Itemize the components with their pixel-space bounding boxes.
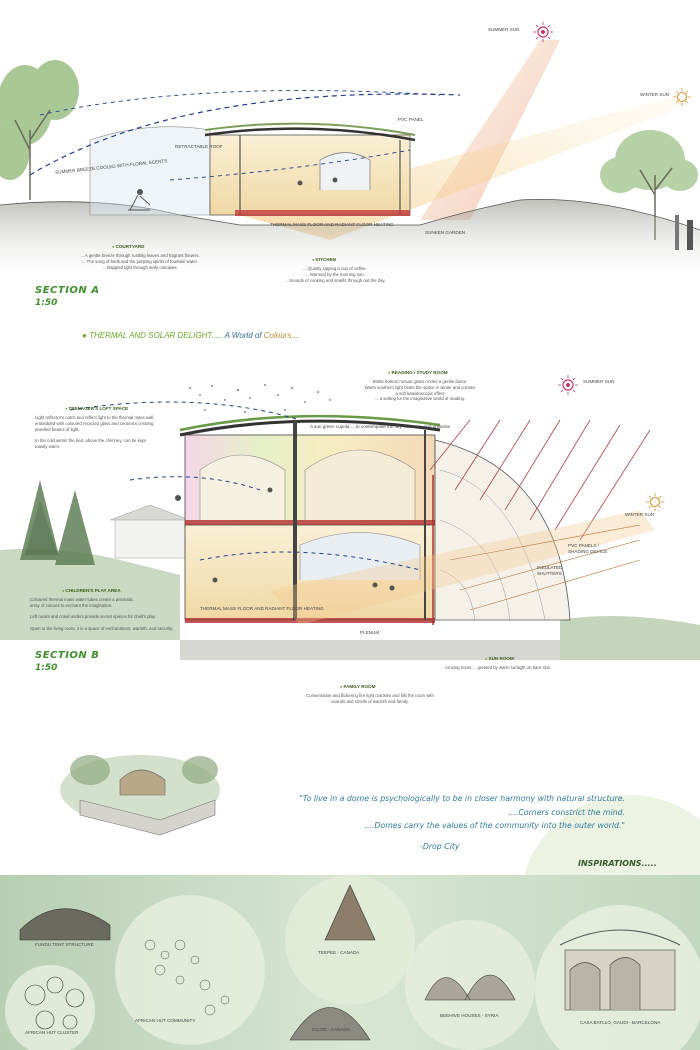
room-title-courtyard: COURTYARD <box>112 244 145 250</box>
room-desc-teen-loft: Light reflector's catch and reflect ligh… <box>35 415 155 449</box>
caption-igloo: IGLOO - CANADA <box>312 1027 350 1032</box>
tree-left <box>0 60 79 180</box>
caption-casa-batllo: CASA BATLLO, GAUDI - BARCELONA <box>580 1020 661 1025</box>
conifer-trees <box>20 480 95 565</box>
caption-african-hut-cluster: AFRICAN HUT CLUSTER <box>25 1030 79 1035</box>
summer-sun-label-b: SUMMER SUN <box>583 379 615 384</box>
caption-teepee: TEEPEE - CANADA <box>318 950 360 955</box>
headline: ● THERMAL AND SOLAR DELIGHT..... A World… <box>82 331 301 340</box>
drop-city-quote: "To live in a dome is psychologically to… <box>250 792 625 833</box>
room-desc-courtyard: ... A gentle breeze through rustling lea… <box>80 253 200 270</box>
inspirations-strip <box>0 795 700 1050</box>
section-a-scale: 1:50 <box>35 298 58 308</box>
room-desc-reading: Bottle bottom mosaic glass circles a gen… <box>364 379 476 402</box>
summer-sun-icon-b <box>558 375 578 395</box>
inspirations-title: INSPIRATIONS..... <box>578 859 657 868</box>
thermal-mass-label-b: THERMAL MASS FLOOR AND RADIANT FLOOR HEA… <box>200 606 324 611</box>
room-desc-play-area: Coloured thermal mass water tubes create… <box>30 597 174 631</box>
room-title-reading: READING / STUDY ROOM <box>388 370 448 376</box>
headline-part3: Colours.... <box>263 331 301 340</box>
thermal-mass-label-a: THERMAL MASS FLOOR AND RADIANT FLOOR HEA… <box>270 222 394 227</box>
pvc-panel-label: PVC PANEL <box>398 117 424 122</box>
quote-line-2: ....Corners constrict the mind. <box>508 807 625 817</box>
section-a-drawing <box>0 22 700 285</box>
plenum-label: PLENUM <box>360 630 380 635</box>
room-title-sun-room: SUN ROOM <box>485 656 514 662</box>
winter-sun-label-a: WINTER SUN <box>640 92 670 97</box>
caption-fundu-tent: FUNDU TENT STRUCTURE <box>35 942 94 947</box>
sunken-garden-label: SUNKEN GARDEN <box>425 230 466 235</box>
room-title-play-area: CHILDREN'S PLAY AREA <box>62 588 121 594</box>
retractable-roof-label: RETRACTABLE ROOF <box>175 144 223 149</box>
section-b-drawing <box>0 375 700 660</box>
summer-sun-icon-a <box>533 22 553 42</box>
quote-line-3: ....Domes carry the values of the commun… <box>364 821 625 831</box>
pvc-panels-label: PVC PANELS / SHADING DEVICE <box>568 543 608 554</box>
winter-sun-icon-a <box>673 88 691 106</box>
insulated-shutters-label: INSULATED SHUTTERS <box>537 565 563 576</box>
quote-line-1: "To live in a dome is psychologically to… <box>299 794 625 803</box>
room-desc-family: Conversation and flickering fire light c… <box>306 693 434 704</box>
winter-sun-label-b: WINTER SUN <box>625 512 655 517</box>
headline-part1: THERMAL AND SOLAR DELIGHT..... <box>89 331 223 340</box>
quote-attribution: -Drop City <box>420 842 460 851</box>
winter-sun-icon-b <box>646 493 664 511</box>
section-b-scale: 1:50 <box>35 663 58 673</box>
room-title-kitchen: KITCHEN <box>312 257 336 263</box>
room-desc-sun-room: Arriving home ... greeted by warm sunlig… <box>445 665 552 670</box>
section-a-title: SECTION A <box>35 285 100 296</box>
dome-house-sketch <box>60 755 220 836</box>
room-desc-kitchen: ... Quietly sipping a cup of coffee. ...… <box>284 266 386 283</box>
sky-cupola-label: A sun green cupola ... to contemplate th… <box>310 424 452 429</box>
night-sky-stars <box>189 384 331 413</box>
caption-african-hut-community: AFRICAN HUT COMMUNITY <box>135 1018 196 1023</box>
room-title-family: FAMILY ROOM <box>340 684 376 690</box>
summer-sun-label-a: SUMMER SUN <box>488 27 520 32</box>
caption-beehive: BEEHIVE HOUSES - SYRIA <box>440 1013 499 1018</box>
room-title-teen-loft: TEENAGER'S LOFT SPACE <box>65 406 129 412</box>
section-b-title: SECTION B <box>35 650 100 661</box>
headline-part2: A World of <box>222 331 264 340</box>
